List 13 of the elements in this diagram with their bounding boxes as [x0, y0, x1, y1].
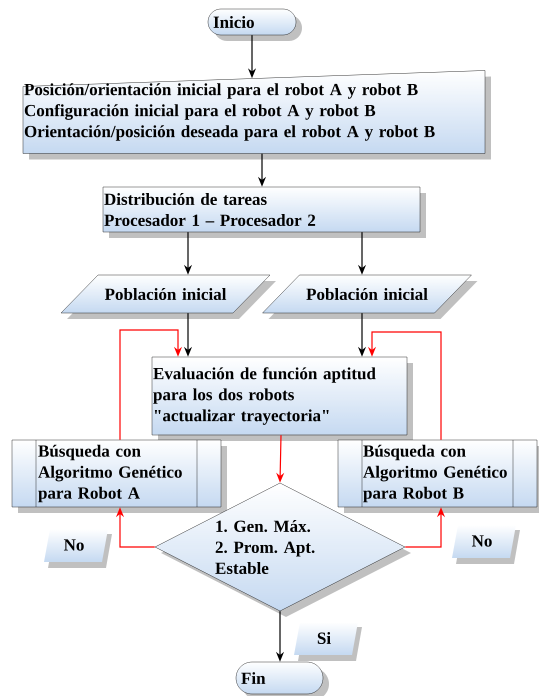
terminal-box: Inicio — [208, 8, 302, 41]
edge-label: Si — [294, 622, 362, 661]
terminal-box: Fin — [236, 662, 329, 696]
edge-label: No — [452, 525, 520, 564]
input-box: Posición/orientación inicial para el robot A y robot B Configuración inicial para el robot A y robot B Orientación/posición deseada para el robot A y robot B — [22, 70, 491, 160]
arrow — [119, 329, 182, 440]
data-box: Población inicial — [60, 274, 276, 319]
process-box: Distribución de tareas Procesador 1 – Procesador 2 — [102, 186, 426, 238]
subprocess-box: Búsqueda con Algoritmo Genético para Robot A — [12, 440, 227, 513]
data-box: Población inicial — [262, 274, 478, 319]
process-box: Evaluación de función aptitud para los dos robots "actualizar trayectoria" — [152, 356, 413, 441]
subprocess-box: Búsqueda con Algoritmo Genético para Robot B — [338, 440, 539, 513]
edge-label: No — [44, 529, 112, 568]
